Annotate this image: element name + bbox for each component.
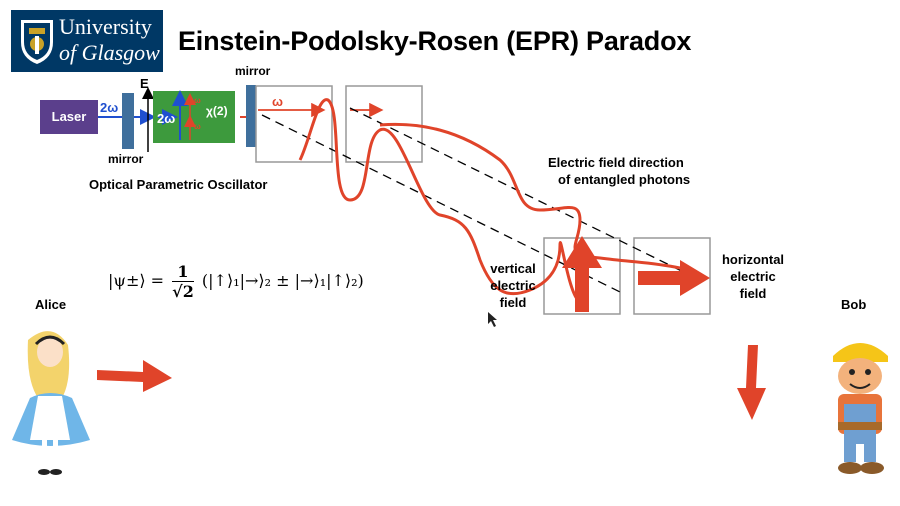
- bob-arrow-icon: [737, 345, 766, 420]
- equation-lhs: |ψ±⟩ =: [108, 271, 165, 290]
- crystal-pump-frequency-label: 2ω: [157, 111, 176, 126]
- horizontal-field-arrow-head: [680, 260, 710, 296]
- vertical-field-label-line2: electric: [490, 278, 536, 293]
- field-box-horizontal: [633, 237, 711, 315]
- crystal-omega-label-1: ω: [194, 96, 201, 105]
- equation-numerator: 1: [172, 262, 194, 282]
- bob-figure: [833, 343, 888, 474]
- vertical-field-arrow-head: [562, 236, 602, 268]
- horizontal-wave-line: [379, 122, 681, 270]
- field-box-2: [345, 85, 423, 163]
- university-crest-icon: [21, 20, 53, 64]
- output-frequency-label: ω: [272, 94, 283, 109]
- equation-rhs: (|↑⟩₁|→⟩₂ ± |→⟩₁|↑⟩₂): [201, 271, 364, 290]
- oscillator-label: Optical Parametric Oscillator: [89, 177, 268, 192]
- horizontal-field-label-line2: electric: [730, 269, 776, 284]
- bob-label: Bob: [841, 297, 867, 312]
- horizontal-field-label-line1: horizontal: [721, 252, 785, 267]
- entangled-state-equation: |ψ±⟩ = 1 √2 (|↑⟩₁|→⟩₂ ± |→⟩₁|↑⟩₂): [108, 262, 364, 301]
- laser-box: Laser: [40, 100, 98, 134]
- bottom-mirror-label: mirror: [108, 152, 144, 166]
- propagation-axis-2: [349, 107, 701, 281]
- equation-denominator: √2: [172, 282, 194, 301]
- horizontal-field-arrow-shaft: [638, 271, 686, 285]
- propagation-axis-1: [261, 114, 621, 293]
- slide-title: Einstein-Podolsky-Rosen (EPR) Paradox: [178, 26, 692, 56]
- equation-fraction: 1 √2: [172, 262, 194, 301]
- vertical-field-label-line1: vertical: [490, 261, 536, 276]
- left-mirror: [122, 93, 134, 149]
- crystal-omega-label-2: ω: [194, 122, 201, 131]
- alice-figure: [12, 331, 90, 475]
- field-direction-label-line1: Electric field direction: [548, 155, 684, 170]
- vertical-wave-line: [298, 98, 580, 302]
- vertical-field-label-line3: field: [499, 295, 527, 310]
- right-mirror: [246, 85, 256, 147]
- logo-text-university: University: [59, 14, 152, 39]
- mouse-cursor-icon: [488, 312, 497, 327]
- alice-label: Alice: [35, 297, 67, 312]
- top-mirror-label: mirror: [235, 64, 271, 78]
- university-logo: University of Glasgow: [11, 10, 163, 72]
- logo-text-glasgow: of Glasgow: [59, 40, 160, 65]
- pump-frequency-label: 2ω: [100, 100, 119, 115]
- crystal-chi2-label: χ(2): [206, 104, 228, 118]
- horizontal-field-label-line3: field: [739, 286, 767, 301]
- alice-arrow-icon: [97, 360, 172, 392]
- e-axis-label: E: [140, 76, 149, 91]
- field-direction-label-line2: of entangled photons: [558, 172, 691, 187]
- field-box-1: [255, 85, 333, 163]
- vertical-field-arrow-shaft: [575, 264, 589, 312]
